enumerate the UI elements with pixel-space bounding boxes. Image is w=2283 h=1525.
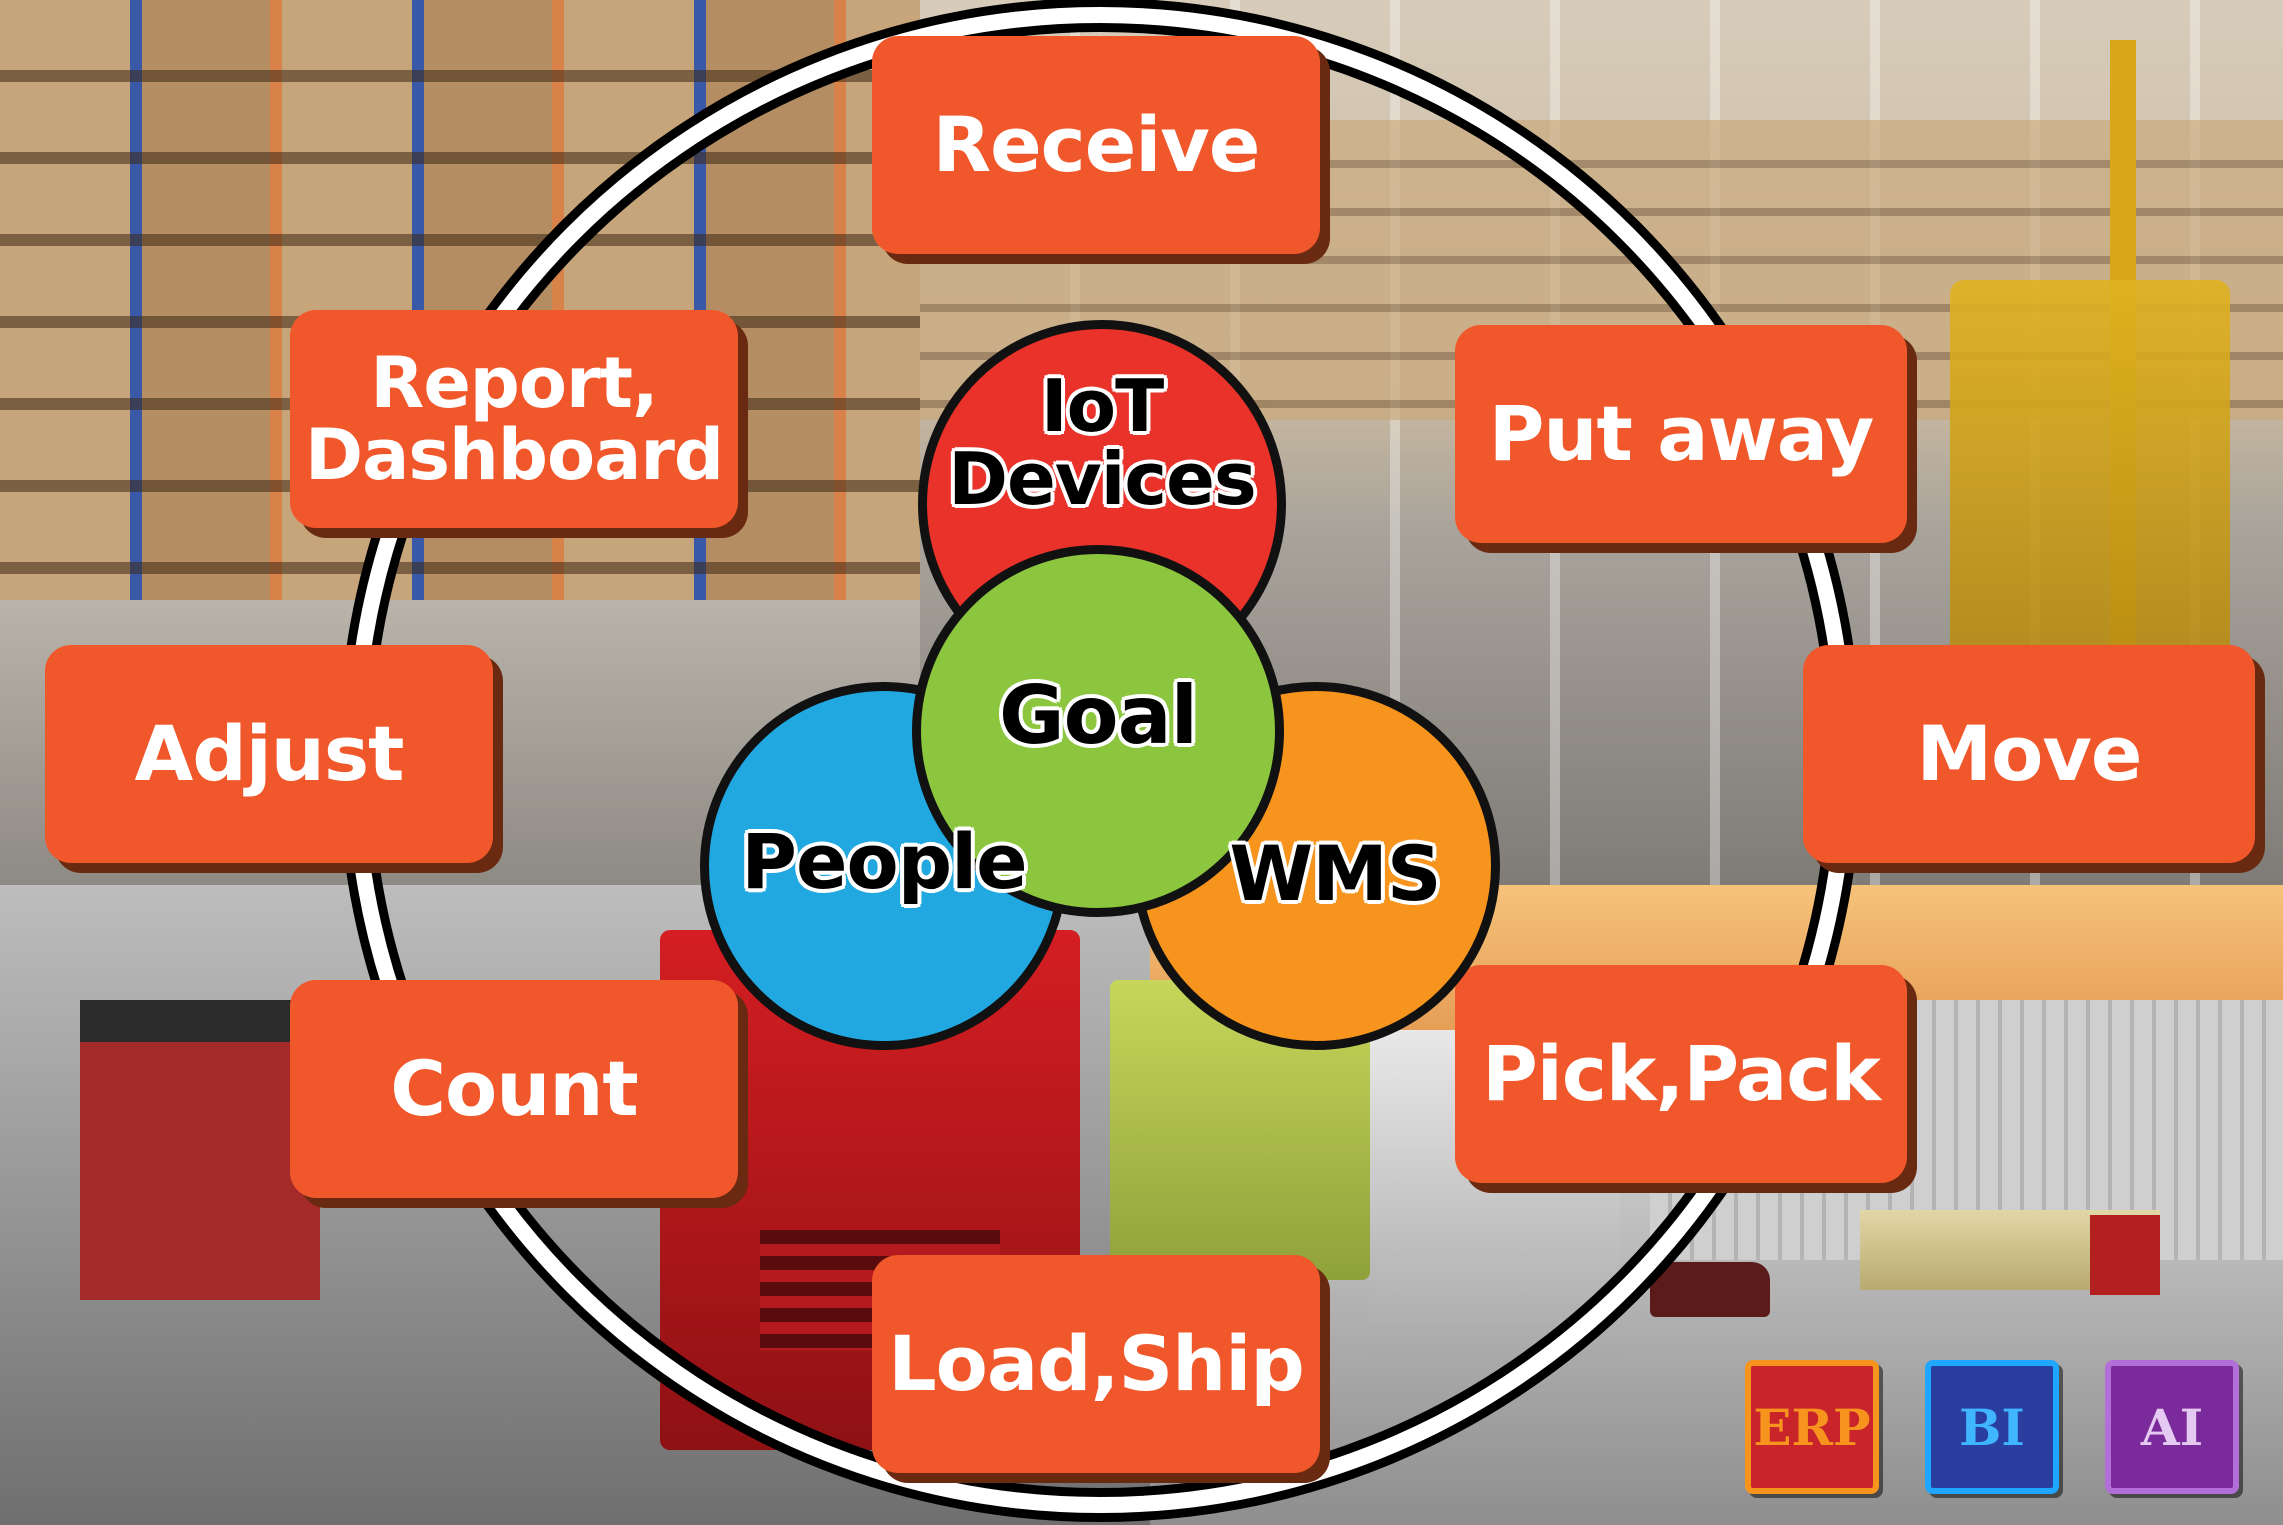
step-report-dashboard-label: Report, Dashboard <box>305 341 724 496</box>
step-adjust: Adjust <box>45 645 493 863</box>
step-count-label: Count <box>390 1044 639 1133</box>
step-put-away-label: Put away <box>1488 389 1875 478</box>
step-move: Move <box>1803 645 2255 863</box>
bi-badge: BI <box>1925 1360 2059 1494</box>
bi-badge-label: BI <box>1959 1397 2025 1457</box>
ai-badge-label: AI <box>2140 1397 2204 1457</box>
iot-devices-label: IoT Devices <box>948 364 1257 522</box>
erp-badge-label: ERP <box>1753 1397 1871 1457</box>
step-pick-pack: Pick,Pack <box>1455 965 1907 1183</box>
goal-label: Goal <box>998 669 1198 762</box>
people-label: People <box>741 817 1027 906</box>
ai-badge: AI <box>2105 1360 2239 1494</box>
dock-door <box>80 1000 320 1300</box>
erp-badge: ERP <box>1745 1360 1879 1494</box>
step-receive: Receive <box>872 36 1320 254</box>
step-put-away: Put away <box>1455 325 1907 543</box>
step-count: Count <box>290 980 738 1198</box>
goal-circle <box>912 545 1284 917</box>
parked-car <box>1650 1262 1770 1317</box>
step-report-dashboard: Report, Dashboard <box>290 310 738 528</box>
forklift <box>1950 280 2230 670</box>
wms-label: WMS <box>1229 829 1441 918</box>
step-move-label: Move <box>1916 709 2143 798</box>
step-load-ship-label: Load,Ship <box>888 1319 1304 1408</box>
step-load-ship: Load,Ship <box>872 1255 1320 1473</box>
step-receive-label: Receive <box>932 100 1261 189</box>
step-adjust-label: Adjust <box>134 709 405 798</box>
distant-truck-cab <box>2090 1215 2160 1295</box>
step-pick-pack-label: Pick,Pack <box>1482 1029 1881 1118</box>
